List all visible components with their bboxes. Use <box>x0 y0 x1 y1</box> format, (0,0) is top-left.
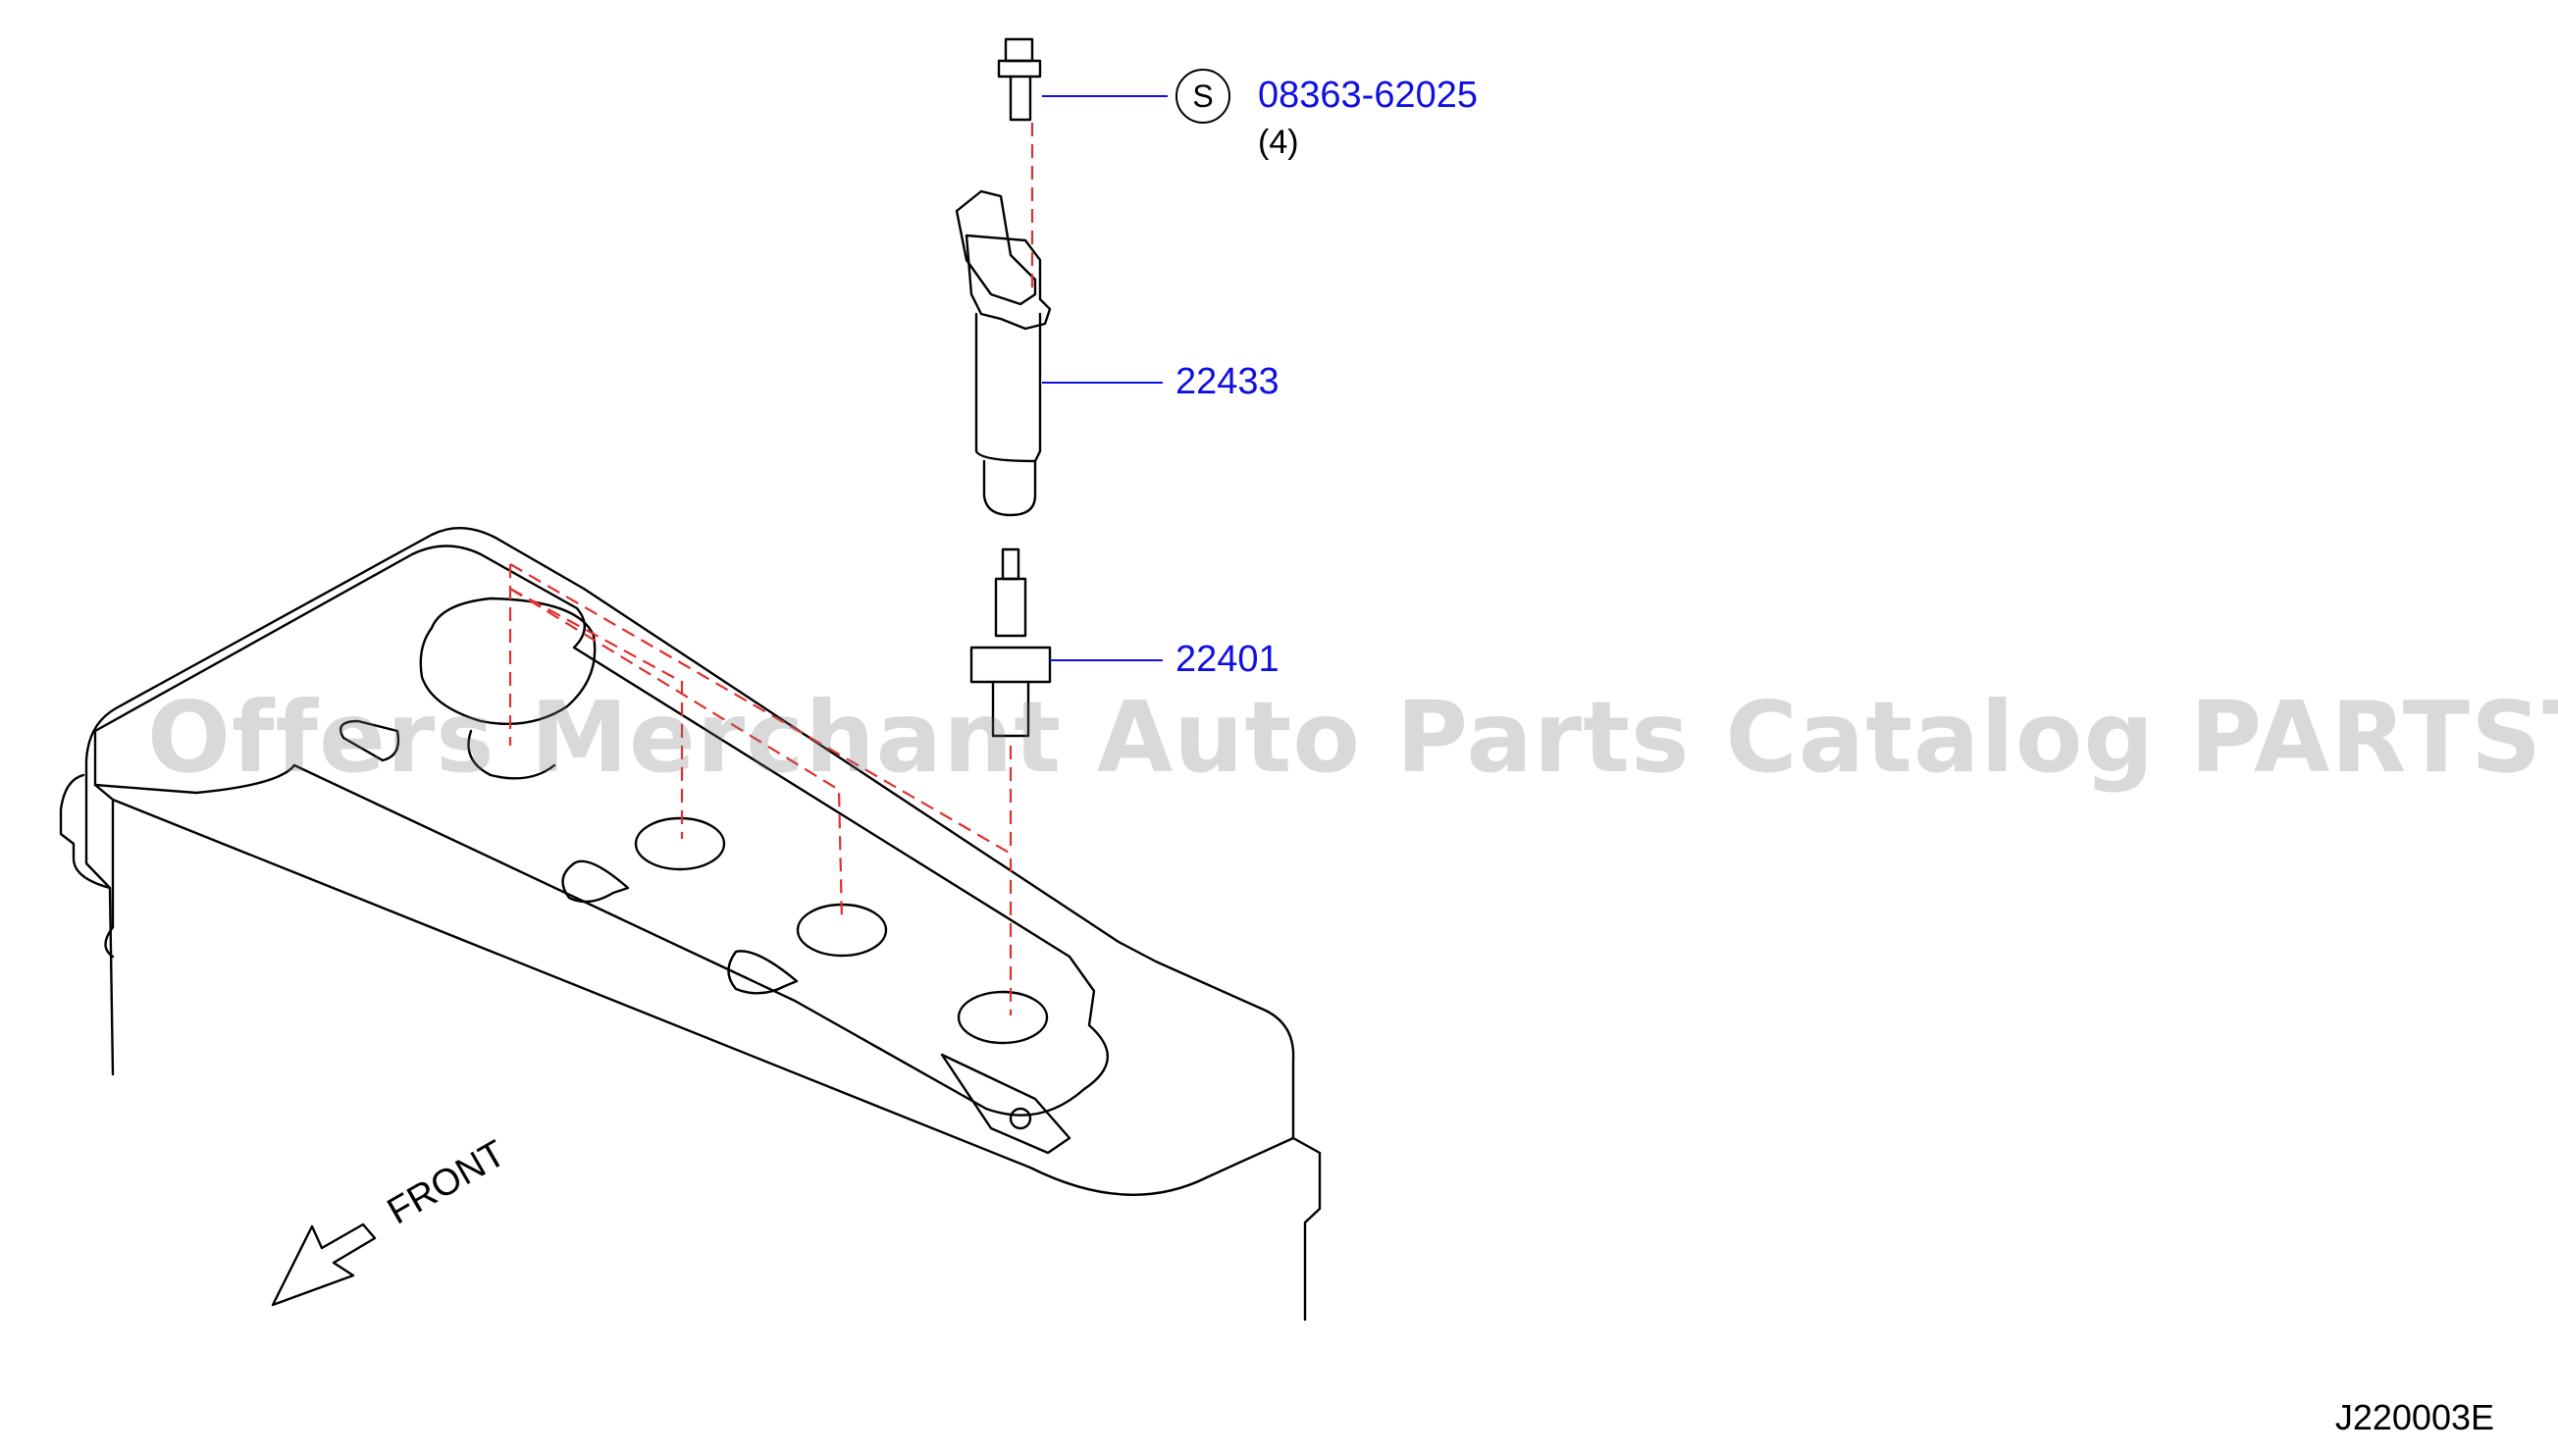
cover-boss-3 <box>727 950 799 995</box>
centerline-plug-row-2 <box>509 588 844 923</box>
spark-plug-hex <box>969 646 1052 684</box>
valve-cover-front-edge <box>93 783 1295 1196</box>
bolt-head <box>1004 37 1034 63</box>
cover-front-lug <box>940 1053 1071 1155</box>
spark-plug-thread <box>991 680 1030 738</box>
valve-cover-outline <box>84 526 1322 1322</box>
bolt-quantity: (4) <box>1258 124 1299 161</box>
plug-well-1-lower <box>467 729 556 780</box>
bolt-flange <box>997 59 1042 78</box>
valve-cover-top-rim <box>93 545 1109 1117</box>
bolt-part-number[interactable]: 08363-62025 <box>1258 75 1478 116</box>
coil-connector <box>955 189 1037 306</box>
coil-boot <box>982 459 1037 517</box>
centerline-plug-row <box>508 563 1013 1015</box>
bolt-shank <box>1009 75 1032 122</box>
diagram-id: J220003E <box>2334 1397 2494 1437</box>
cover-bolt-hole <box>1009 1107 1032 1130</box>
spark-plug-insulator <box>994 577 1027 638</box>
standard-part-symbol: S <box>1175 69 1230 124</box>
coil-body <box>974 312 1042 463</box>
cover-boss-2 <box>561 859 630 904</box>
valve-cover-left-step <box>104 798 115 959</box>
spark-plug-terminal <box>1001 547 1020 581</box>
ignition-coil-part-number[interactable]: 22433 <box>1175 361 1279 402</box>
plug-well-2 <box>634 816 726 871</box>
watermark: Offers Merchant Auto Parts Catalog PARTS… <box>147 680 2558 795</box>
plug-well-1 <box>419 597 597 726</box>
plug-well-4 <box>957 990 1049 1045</box>
valve-cover-left-edge <box>59 773 112 890</box>
spark-plug-part-number[interactable]: 22401 <box>1175 639 1279 680</box>
coil-head <box>965 234 1052 331</box>
cover-boss-1 <box>339 719 400 762</box>
front-arrow-icon <box>271 1222 377 1307</box>
